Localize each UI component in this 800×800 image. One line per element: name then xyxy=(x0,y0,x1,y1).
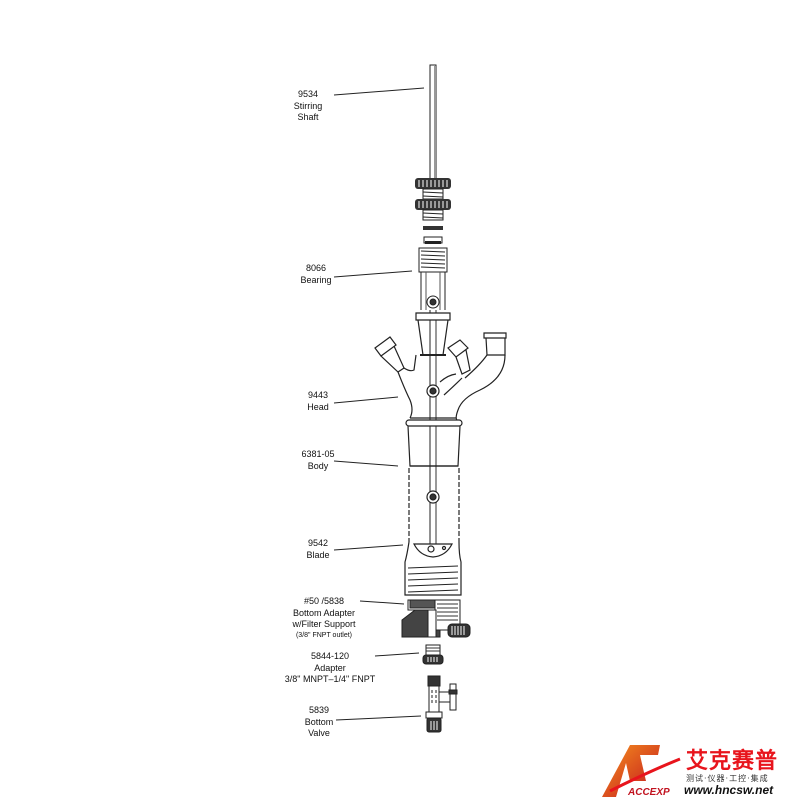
leader-bottom-adapter xyxy=(359,600,405,605)
label-bearing: 8066 Bearing xyxy=(290,263,342,286)
adapter-5844 xyxy=(422,644,444,665)
part-number: 6381-05 xyxy=(301,449,335,459)
leader-lines xyxy=(333,87,425,721)
label-bottom-adapter: #50 /5838 Bottom Adapter w/Filter Suppor… xyxy=(284,596,364,641)
leader-blade xyxy=(333,544,404,551)
logo-url: www.hncsw.net xyxy=(684,783,774,797)
accexp-logo-icon: ACCEXP xyxy=(602,745,681,798)
logo-tagline: 测试·仪器·工控·集成 xyxy=(686,774,769,783)
part-number: 9534 xyxy=(297,89,319,99)
knurled-nuts xyxy=(415,178,451,244)
part-number: 5844-120 xyxy=(310,651,350,661)
label-adapter: 5844-120 Adapter 3/8" MNPT–1/4" FNPT xyxy=(282,651,378,686)
leader-head xyxy=(333,396,399,404)
part-name: Bottom xyxy=(304,716,334,727)
bottom-adapter xyxy=(401,599,471,638)
part-name: Valve xyxy=(308,728,330,738)
part-name: Adapter xyxy=(314,662,346,673)
part-spec: 3/8" MNPT–1/4" FNPT xyxy=(284,674,376,684)
part-number: #50 /5838 xyxy=(303,596,345,606)
part-name: Head xyxy=(307,401,329,412)
label-stirring-shaft: 9534 Stirring Shaft xyxy=(286,89,330,124)
part-number: 8066 xyxy=(305,263,327,273)
part-number: 9542 xyxy=(307,538,329,548)
label-body: 6381-05 Body xyxy=(291,449,345,472)
watermark-logo: ACCEXP 艾克赛普 测试·仪器·工控·集成 www.hncsw.net xyxy=(600,735,800,800)
leader-bearing xyxy=(333,270,413,278)
part-name: Bottom Adapter xyxy=(292,607,356,618)
part-name: Stirring xyxy=(293,100,323,111)
part-name: Bearing xyxy=(300,274,332,285)
stirring-shaft xyxy=(429,64,437,186)
part-number: 9443 xyxy=(307,390,329,400)
bottom-valve xyxy=(425,675,458,733)
leader-body xyxy=(333,460,399,467)
leader-stirring-shaft xyxy=(333,87,425,96)
part-note: (3/8" FNPT outlet) xyxy=(295,631,353,639)
inner-shaft xyxy=(429,310,437,545)
logo-name-cn: 艾克赛普 xyxy=(686,749,779,774)
label-bottom-valve: 5839 Bottom Valve xyxy=(296,705,342,740)
body xyxy=(404,419,463,596)
head xyxy=(374,312,507,421)
label-head: 9443 Head xyxy=(292,390,344,413)
part-name: Shaft xyxy=(297,112,319,122)
svg-text:ACCEXP: ACCEXP xyxy=(627,787,670,798)
bearing xyxy=(418,247,448,310)
part-number: 5839 xyxy=(308,705,330,715)
part-name: w/Filter Support xyxy=(292,619,356,629)
leader-adapter xyxy=(374,652,420,657)
part-name: Blade xyxy=(306,549,330,560)
leader-bottom-valve xyxy=(335,715,422,721)
label-blade: 9542 Blade xyxy=(292,538,344,561)
part-name: Body xyxy=(307,460,329,471)
